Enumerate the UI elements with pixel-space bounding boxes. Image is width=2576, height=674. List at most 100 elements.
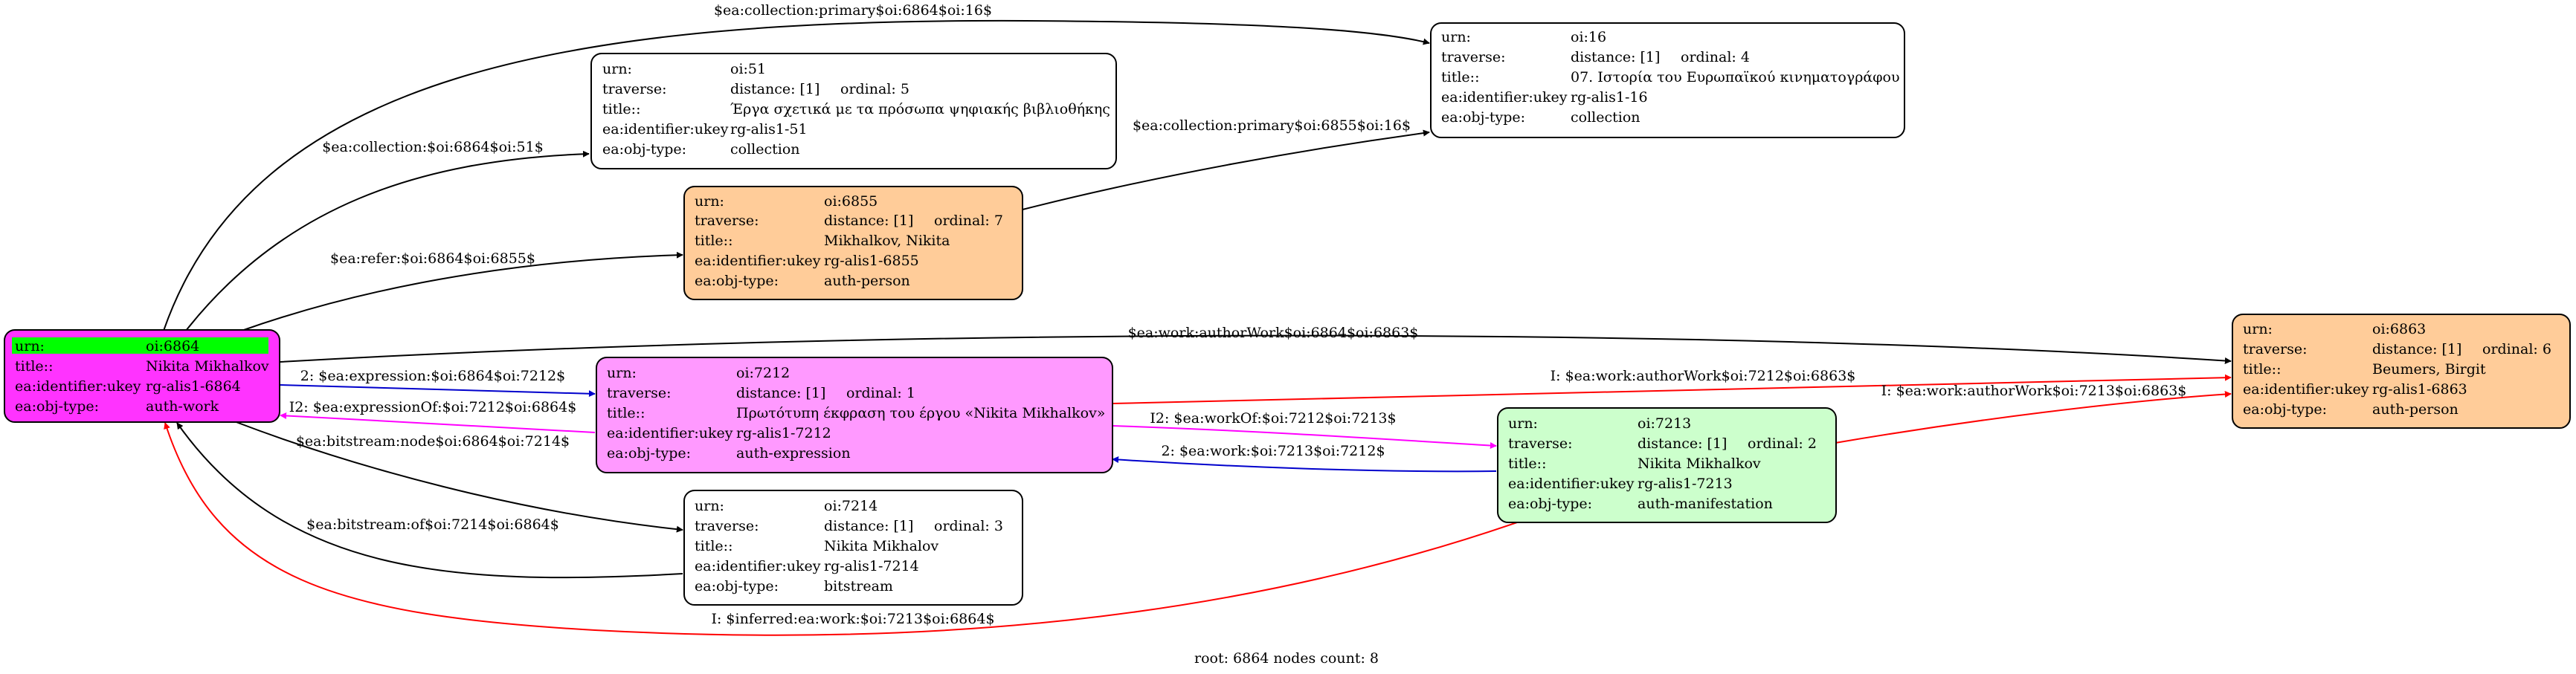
- node-oi-6855[interactable]: urn: oi:6855 traverse: distance: [1] ord…: [683, 186, 1023, 300]
- node-6855-urn-value: oi:6855: [824, 193, 878, 210]
- edge-label-expressionof-7212-6864: I2: $ea:expressionOf:$oi:7212$oi:6864$: [289, 399, 577, 415]
- edge-label-inferred-7213-6864: I: $inferred:ea:work:$oi:7213$oi:6864$: [711, 611, 994, 627]
- edge-expression-6864-7212[interactable]: [280, 384, 596, 398]
- edges: $ea:collection:primary$oi:6864$oi:16$ $e…: [163, 2, 2232, 636]
- node-7212-distance: distance: [1]: [736, 385, 825, 401]
- node-16-objtype-key: ea:obj-type:: [1441, 109, 1525, 126]
- node-7212-title-key: title::: [607, 405, 645, 421]
- edge-authorwork-6864-6863[interactable]: [280, 334, 2232, 364]
- node-6863-traverse-key: traverse:: [2243, 341, 2308, 357]
- node-16-urn-key: urn:: [1441, 29, 1471, 45]
- node-6855-traverse-key: traverse:: [695, 213, 759, 229]
- edge-label-authorwork-6864-6863: $ea:work:authorWork$oi:6864$oi:6863$: [1128, 325, 1419, 341]
- root-highlight-row: [12, 337, 268, 354]
- edge-bitstreamof-7214-6864[interactable]: [176, 422, 683, 579]
- edge-bitstreamnode-6864-7214[interactable]: [234, 421, 683, 533]
- node-oi-7214[interactable]: urn: oi:7214 traverse: distance: [1] ord…: [683, 490, 1023, 606]
- node-6863-identifier-value: rg-alis1-6863: [2372, 381, 2467, 398]
- edge-label-collection-primary-6864-16: $ea:collection:primary$oi:6864$oi:16$: [714, 2, 992, 19]
- edge-refer-6864-6855[interactable]: [241, 251, 683, 331]
- node-51-objtype-value: collection: [730, 141, 800, 158]
- node-51-identifier-value: rg-alis1-51: [730, 121, 808, 137]
- node-7214-traverse-key: traverse:: [695, 518, 759, 534]
- node-7213-ordinal: ordinal: 2: [1748, 435, 1817, 452]
- node-16-objtype-value: collection: [1571, 109, 1640, 126]
- node-oi-16[interactable]: urn: oi:16 traverse: distance: [1] ordin…: [1430, 22, 1905, 138]
- node-7212-identifier-value: rg-alis1-7212: [736, 425, 831, 441]
- node-6863-urn-key: urn:: [2243, 321, 2273, 337]
- node-7212-urn-key: urn:: [607, 365, 637, 381]
- node-7214-title-value: Nikita Mikhalov: [824, 538, 938, 554]
- node-7213-objtype-value: auth-manifestation: [1638, 496, 1773, 512]
- node-6855-distance: distance: [1]: [824, 213, 913, 229]
- node-7214-urn-value: oi:7214: [824, 498, 878, 514]
- node-51-urn-value: oi:51: [730, 61, 766, 77]
- node-16-title-value: 07. Ιστορία του Ευρωπαϊκού κινηματογράφο…: [1571, 69, 1900, 85]
- edge-workof-7212-7213[interactable]: [1112, 425, 1497, 450]
- node-6863-title-value: Beumers, Birgit: [2372, 361, 2486, 377]
- node-7214-objtype-value: bitstream: [824, 578, 893, 594]
- node-51-ordinal: ordinal: 5: [840, 81, 909, 97]
- node-7213-distance: distance: [1]: [1638, 435, 1727, 452]
- node-7214-identifier-value: rg-alis1-7214: [824, 558, 919, 574]
- edge-label-bitstreamof-7214-6864: $ea:bitstream:of$oi:7214$oi:6864$: [306, 516, 559, 533]
- node-7213-title-key: title::: [1508, 456, 1546, 472]
- node-16-ordinal: ordinal: 4: [1681, 49, 1750, 65]
- node-6863-identifier-key: ea:identifier:ukey: [2243, 381, 2369, 398]
- node-oi-7212[interactable]: urn: oi:7212 traverse: distance: [1] ord…: [596, 357, 1113, 473]
- edge-label-collection-6864-51: $ea:collection:$oi:6864$oi:51$: [322, 139, 544, 155]
- node-6863-urn-value: oi:6863: [2372, 321, 2426, 337]
- node-oi-51[interactable]: urn: oi:51 traverse: distance: [1] ordin…: [590, 53, 1117, 169]
- edge-expressionof-7212-6864[interactable]: [280, 412, 596, 433]
- node-16-urn-value: oi:16: [1571, 29, 1606, 45]
- node-6855-urn-key: urn:: [695, 193, 724, 210]
- node-51-objtype-key: ea:obj-type:: [602, 141, 686, 158]
- node-oi-6863[interactable]: urn: oi:6863 traverse: distance: [1] ord…: [2232, 314, 2571, 429]
- node-16-traverse-key: traverse:: [1441, 49, 1506, 65]
- graph-footer: root: 6864 nodes count: 8: [1194, 650, 1379, 667]
- node-6855-ordinal: ordinal: 7: [934, 213, 1003, 229]
- node-6864-identifier-key: ea:identifier:ukey: [15, 378, 141, 395]
- node-6863-distance: distance: [1]: [2372, 341, 2461, 357]
- node-6864-objtype-key: ea:obj-type:: [15, 398, 99, 415]
- edge-label-bitstreamnode-6864-7214: $ea:bitstream:node$oi:6864$oi:7214$: [296, 433, 570, 450]
- node-51-identifier-key: ea:identifier:ukey: [602, 121, 729, 137]
- node-6855-objtype-key: ea:obj-type:: [695, 273, 779, 289]
- edge-label-authorwork-7212-6863: I: $ea:work:authorWork$oi:7212$oi:6863$: [1551, 368, 1856, 384]
- edge-collection-primary-6855-16[interactable]: [1022, 129, 1430, 210]
- node-7212-ordinal: ordinal: 1: [846, 385, 915, 401]
- node-51-urn-key: urn:: [602, 61, 632, 77]
- node-6863-objtype-key: ea:obj-type:: [2243, 401, 2327, 418]
- nodes: urn: oi:6864 title:: Nikita Mikhalkov ea…: [4, 22, 2571, 606]
- node-7213-traverse-key: traverse:: [1508, 435, 1573, 452]
- edge-authorwork-7213-6863[interactable]: [1835, 391, 2232, 444]
- node-7214-urn-key: urn:: [695, 498, 724, 514]
- edge-work-7213-7212[interactable]: [1112, 456, 1497, 473]
- node-6855-identifier-key: ea:identifier:ukey: [695, 253, 821, 269]
- edge-label-collection-primary-6855-16: $ea:collection:primary$oi:6855$oi:16$: [1133, 117, 1411, 134]
- node-7213-identifier-value: rg-alis1-7213: [1638, 476, 1733, 492]
- node-6855-title-key: title::: [695, 233, 732, 249]
- edge-authorwork-7212-6863[interactable]: [1112, 374, 2232, 404]
- node-7212-identifier-key: ea:identifier:ukey: [607, 425, 733, 441]
- node-oi-7213[interactable]: urn: oi:7213 traverse: distance: [1] ord…: [1497, 407, 1837, 523]
- node-6864-urn-key: urn:: [15, 338, 45, 354]
- node-6864-title-value: Nikita Mikhalkov: [146, 358, 269, 375]
- node-51-traverse-key: traverse:: [602, 81, 667, 97]
- edge-collection-primary-6864-16[interactable]: [163, 19, 1430, 331]
- edge-collection-6864-51[interactable]: [185, 150, 590, 331]
- node-oi-6864[interactable]: urn: oi:6864 title:: Nikita Mikhalkov ea…: [4, 329, 280, 423]
- node-7213-urn-key: urn:: [1508, 415, 1538, 432]
- node-7213-identifier-key: ea:identifier:ukey: [1508, 476, 1635, 492]
- edge-label-workof-7212-7213: I2: $ea:workOf:$oi:7212$oi:7213$: [1150, 410, 1396, 427]
- node-7213-title-value: Nikita Mikhalkov: [1638, 456, 1761, 472]
- node-7214-objtype-key: ea:obj-type:: [695, 578, 779, 594]
- node-6855-title-value: Mikhalkov, Nikita: [824, 233, 950, 249]
- edge-inferred-7213-6864[interactable]: [164, 422, 1518, 636]
- node-7212-title-value: Πρωτότυπη έκφραση του έργου «Nikita Mikh…: [736, 405, 1105, 421]
- node-6855-identifier-value: rg-alis1-6855: [824, 253, 919, 269]
- node-16-distance: distance: [1]: [1571, 49, 1660, 65]
- edge-label-authorwork-7213-6863: I: $ea:work:authorWork$oi:7213$oi:6863$: [1881, 383, 2187, 399]
- edge-label-work-7213-7212: 2: $ea:work:$oi:7213$oi:7212$: [1161, 443, 1385, 459]
